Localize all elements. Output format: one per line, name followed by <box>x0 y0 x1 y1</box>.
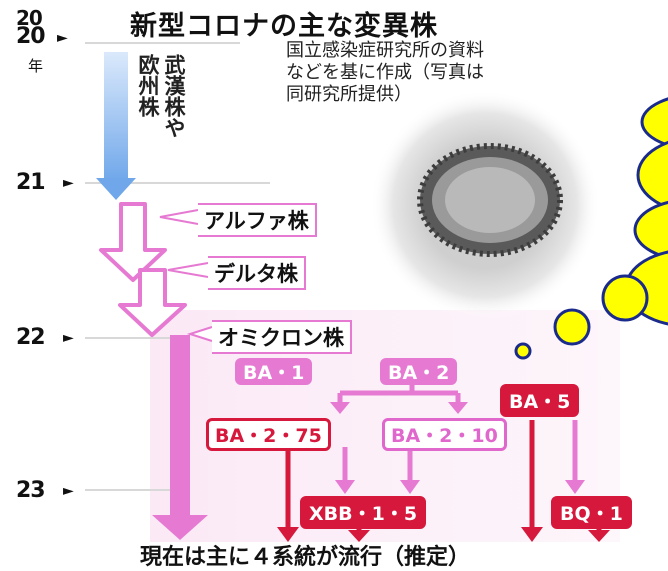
source-credit: 国立感染症研究所の資料 などを基に作成（写真は 同研究所提供） <box>286 40 484 105</box>
omicron-label: オミクロン株 <box>212 320 352 354</box>
year-2021: 21 <box>16 170 46 195</box>
year-2021-marker: ► <box>63 175 74 191</box>
bq1-badge: BQ・1 <box>551 496 632 529</box>
origin-label-line2: 武漢株や <box>162 54 186 138</box>
year-2022: 22 <box>16 325 46 350</box>
year-2022-marker: ► <box>63 330 74 346</box>
ba2-badge: BA・2 <box>380 358 458 385</box>
omicron-pointer <box>186 326 213 342</box>
thought-bubble-icon <box>514 97 668 360</box>
year-2020-marker: ► <box>57 30 68 46</box>
ba275-badge: BA・2・75 <box>206 418 331 451</box>
alpha-label: アルファ株 <box>198 203 317 237</box>
delta-label: デルタ株 <box>208 256 306 290</box>
xbb15-badge: XBB・1・5 <box>300 496 427 529</box>
year-2023-marker: ► <box>63 483 74 499</box>
original-strain-arrow <box>96 52 136 200</box>
footer-note: 現在は主に４系統が流行（推定） <box>140 545 471 570</box>
year-2020-top: 20 <box>16 6 43 30</box>
delta-pointer <box>167 262 209 278</box>
page-title: 新型コロナの主な変異株 <box>130 11 438 42</box>
ba1-badge: BA・1 <box>235 358 313 385</box>
omicron-main-arrow <box>152 335 208 540</box>
ba5-badge: BA・5 <box>500 384 580 417</box>
year-2020: 20 <box>16 24 46 49</box>
origin-label-line1: 欧州株 <box>136 54 160 117</box>
ba210-badge: BA・2・10 <box>382 418 507 451</box>
delta-arrow <box>118 268 187 337</box>
alpha-pointer <box>159 209 199 225</box>
year-unit: 年 <box>28 57 44 75</box>
ba2-branch-lines <box>330 383 585 494</box>
year-2023: 23 <box>16 478 46 503</box>
coronavirus-photo-icon <box>370 90 600 320</box>
alpha-arrow <box>99 202 167 282</box>
